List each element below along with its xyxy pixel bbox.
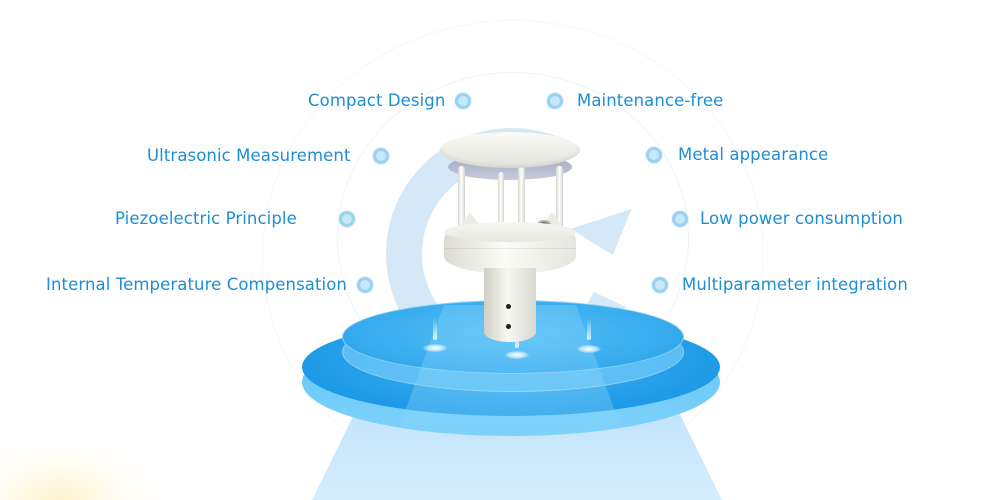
sensor-seam [444,248,576,249]
light-stem [433,318,437,340]
feature-label: Ultrasonic Measurement [147,146,351,165]
feature-label: Multiparameter integration [682,275,908,294]
feature-label: Internal Temperature Compensation [46,275,347,294]
feature-label: Piezoelectric Principle [115,209,297,228]
sensor-body-ring-top [444,222,576,242]
feature-low-power-consumption: Low power consumption [672,209,903,228]
sensor-hole [506,324,511,329]
feature-label: Metal appearance [678,145,829,164]
circle-bullet-icon [672,210,688,227]
circle-bullet-icon [547,92,563,109]
ultrasonic-weather-sensor-image [440,132,580,342]
circle-bullet-icon [646,146,662,163]
sensor-hole [506,304,511,309]
feature-label: Maintenance-free [577,91,724,110]
light-spot [505,351,529,359]
light-stem [587,318,591,340]
feature-label: Low power consumption [700,209,903,228]
light-spot [423,344,447,352]
circle-bullet-icon [652,276,668,293]
feature-compact-design: Compact Design [308,91,472,110]
sensor-rod [498,172,504,234]
circle-bullet-icon [357,276,373,293]
feature-maintenance-free: Maintenance-free [547,91,723,110]
feature-piezoelectric-principle: Piezoelectric Principle [115,209,355,228]
sensor-rod [458,166,465,236]
sensor-rod [518,166,525,236]
sensor-cap [440,132,580,168]
corner-glow [0,440,160,500]
feature-ultrasonic-measurement: Ultrasonic Measurement [147,146,389,165]
feature-label: Compact Design [308,91,446,110]
circle-bullet-icon [338,210,355,227]
circle-bullet-icon [372,147,389,164]
feature-multiparameter-integration: Multiparameter integration [652,275,908,294]
sensor-rod [556,166,563,236]
light-spot [577,345,601,353]
circle-bullet-icon [455,92,472,109]
feature-metal-appearance: Metal appearance [646,145,828,164]
feature-internal-temperature-compensation: Internal Temperature Compensation [46,275,373,294]
